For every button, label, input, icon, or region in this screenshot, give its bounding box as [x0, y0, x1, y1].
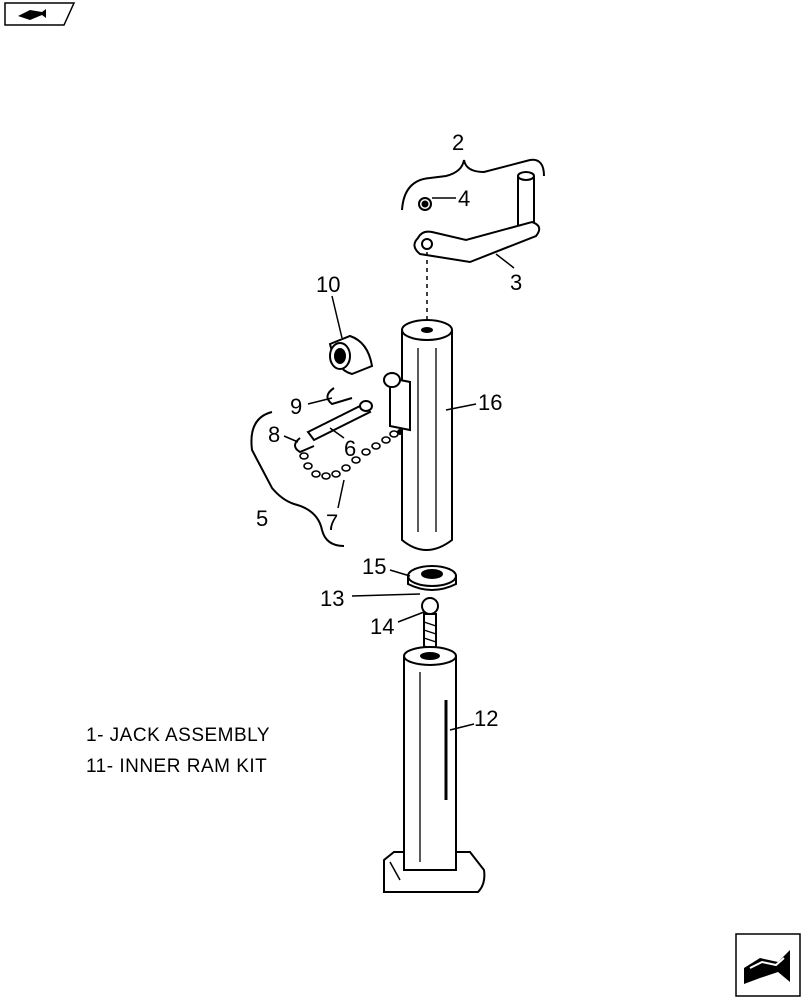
callout-12: 12 — [474, 706, 498, 731]
callout-3: 3 — [510, 270, 522, 295]
callout-5: 5 — [256, 506, 268, 531]
book-arrow-icon[interactable] — [4, 2, 76, 26]
callout-7: 7 — [326, 510, 338, 535]
callout-2: 2 — [452, 130, 464, 155]
callout-10: 10 — [316, 272, 340, 297]
callout-13: 13 — [320, 586, 344, 611]
callout-15: 15 — [362, 554, 386, 579]
callout-4: 4 — [458, 186, 470, 211]
pin-and-chain-part — [294, 334, 401, 480]
callout-8: 8 — [268, 422, 280, 447]
callout-9: 9 — [290, 394, 302, 419]
bracket-5 — [250, 411, 345, 547]
outer-tube-part — [389, 319, 453, 551]
next-page-arrow-icon[interactable] — [735, 933, 801, 997]
note-jack-assembly: 1- JACK ASSEMBLY — [86, 725, 270, 746]
note-inner-ram-kit: 11- INNER RAM KIT — [86, 756, 268, 777]
inner-tube-part — [383, 646, 486, 893]
leader-lines — [283, 197, 515, 731]
washer-and-screw-part — [407, 565, 457, 661]
bracket-2 — [401, 158, 545, 211]
callout-14: 14 — [370, 614, 394, 639]
callout-16: 16 — [478, 390, 502, 415]
crank-handle-part — [413, 171, 541, 264]
callout-6: 6 — [344, 436, 356, 461]
